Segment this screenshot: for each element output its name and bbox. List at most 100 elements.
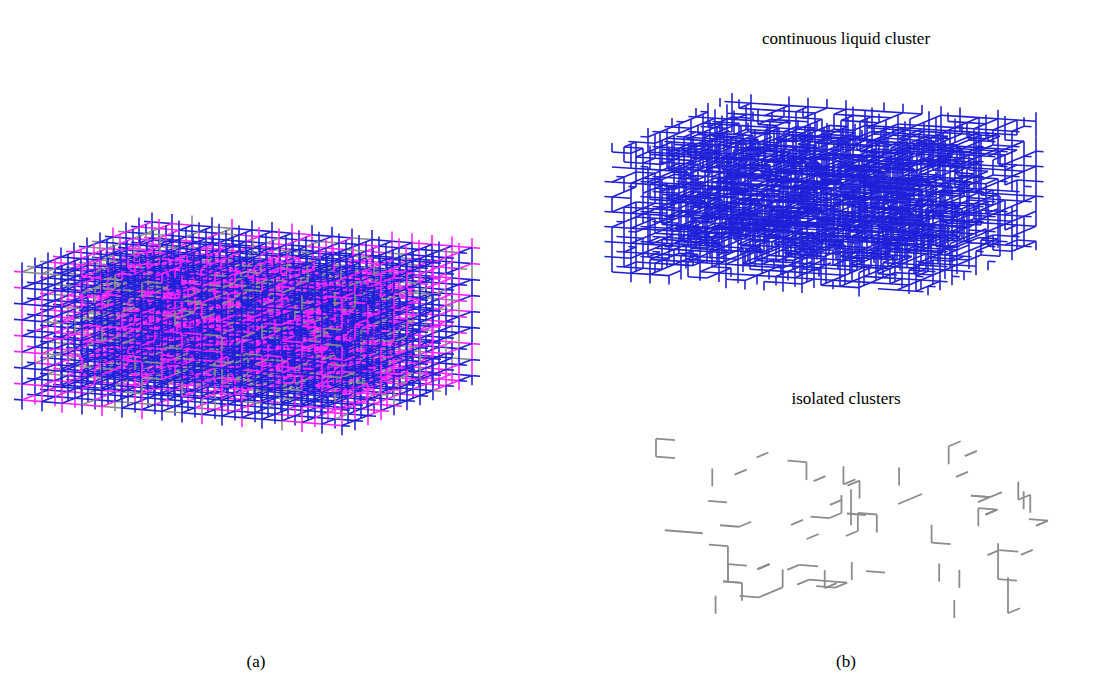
lattice-bond: [459, 344, 472, 349]
lattice-bond: [420, 332, 428, 333]
lattice-bond: [219, 233, 239, 235]
lattice-bond: [446, 386, 454, 387]
lattice-bond: [439, 267, 459, 269]
lattice-bond: [452, 374, 472, 376]
lattice-bond: [259, 237, 279, 239]
lattice-bond: [459, 248, 472, 253]
lattice-bond: [446, 290, 454, 291]
lattice-bond: [459, 296, 472, 301]
lattice-bond: [113, 237, 133, 239]
lattice-bond: [420, 268, 428, 269]
lattice-bond: [286, 245, 306, 247]
lattice-bond: [459, 333, 467, 334]
lattice-bond: [420, 364, 428, 365]
lattice-bond: [459, 328, 472, 333]
lattice-bond: [426, 336, 446, 338]
lattice-bond: [452, 342, 472, 344]
lattice-bond: [472, 344, 480, 345]
lattice-bond: [433, 391, 441, 392]
lattice-bond: [374, 404, 394, 406]
lattice-bond: [312, 235, 332, 237]
lattice-bond: [459, 301, 467, 302]
lattice-bond: [226, 240, 246, 242]
lattice-bond: [459, 264, 472, 269]
lattice-bond: [412, 243, 432, 245]
lattice-bond: [426, 304, 446, 306]
lattice-bond: [394, 342, 402, 343]
lattice-bond: [426, 320, 446, 322]
lattice-bond: [326, 248, 346, 250]
lattice-bond: [439, 251, 459, 253]
lattice-bond: [459, 349, 467, 350]
lattice-bond: [232, 228, 252, 230]
lattice-bond: [407, 305, 415, 306]
lattice-bond: [446, 258, 454, 259]
lattice-bond: [407, 401, 415, 402]
lattice-bond: [152, 222, 172, 224]
lattice-bond: [394, 406, 402, 407]
lattice-bond: [433, 295, 441, 296]
lattice-bond: [379, 246, 399, 248]
lattice-bond: [452, 262, 472, 264]
lattice-bond: [433, 327, 441, 328]
lattice-bond: [459, 376, 472, 381]
lattice-bond: [279, 238, 299, 240]
lattice-bond: [212, 227, 232, 229]
lattice-bond: [420, 380, 428, 381]
lattice-bond: [472, 312, 480, 313]
lattice-bond: [459, 280, 472, 285]
lattice-bond: [266, 243, 286, 245]
lattice-bond: [413, 389, 433, 391]
lattice-bond: [400, 394, 420, 396]
lattice-bond: [446, 322, 454, 323]
lattice-bond: [439, 363, 459, 365]
lattice-bond: [407, 337, 415, 338]
lattice-bond: [272, 232, 292, 234]
lattice-bond: [407, 273, 415, 274]
lattice-bond: [472, 376, 480, 377]
lattice-bond: [433, 359, 441, 360]
lattice-bond: [186, 237, 206, 239]
lattice-bond: [252, 230, 272, 232]
lattice-bond: [452, 326, 472, 328]
lattice-bond: [246, 242, 266, 244]
lattice-bond: [472, 280, 480, 281]
lattice-bond: [433, 263, 441, 264]
lattice-bond: [100, 242, 120, 244]
lattice-bond: [459, 285, 467, 286]
lattice-bond: [472, 248, 480, 249]
lattice-bond: [299, 240, 319, 242]
lattice-bond: [459, 360, 472, 365]
lattice-bond: [459, 317, 467, 318]
lattice-bond: [359, 245, 379, 247]
lattice-bond: [407, 353, 415, 354]
lattice-bond: [339, 243, 359, 245]
lattice-bond: [439, 347, 459, 349]
lattice-bond: [292, 233, 312, 235]
lattice-bond: [459, 381, 467, 382]
lattice-bond: [394, 374, 402, 375]
lattice-bond: [459, 253, 467, 254]
lattice-bond: [406, 254, 426, 256]
lattice-bond: [239, 235, 259, 237]
lattice-bond: [472, 296, 480, 297]
lattice-bond: [306, 246, 326, 248]
lattice-bond: [394, 326, 402, 327]
lattice-bond: [439, 299, 459, 301]
lattice-bond: [426, 352, 446, 354]
lattice-bond: [433, 279, 441, 280]
lattice-bond: [407, 321, 415, 322]
lattice-bond: [159, 229, 179, 231]
lattice-bond: [426, 384, 446, 386]
lattice-bond: [472, 264, 480, 265]
lattice-bond: [426, 256, 446, 258]
lattice-bond: [346, 250, 366, 252]
lattice-bond: [432, 244, 452, 246]
lattice-bond: [419, 249, 439, 251]
lattice-bond: [446, 306, 454, 307]
lattice-bond: [439, 331, 459, 333]
lattice-bond: [87, 247, 107, 249]
lattice-bond: [407, 289, 415, 290]
lattice-bond: [439, 379, 459, 381]
